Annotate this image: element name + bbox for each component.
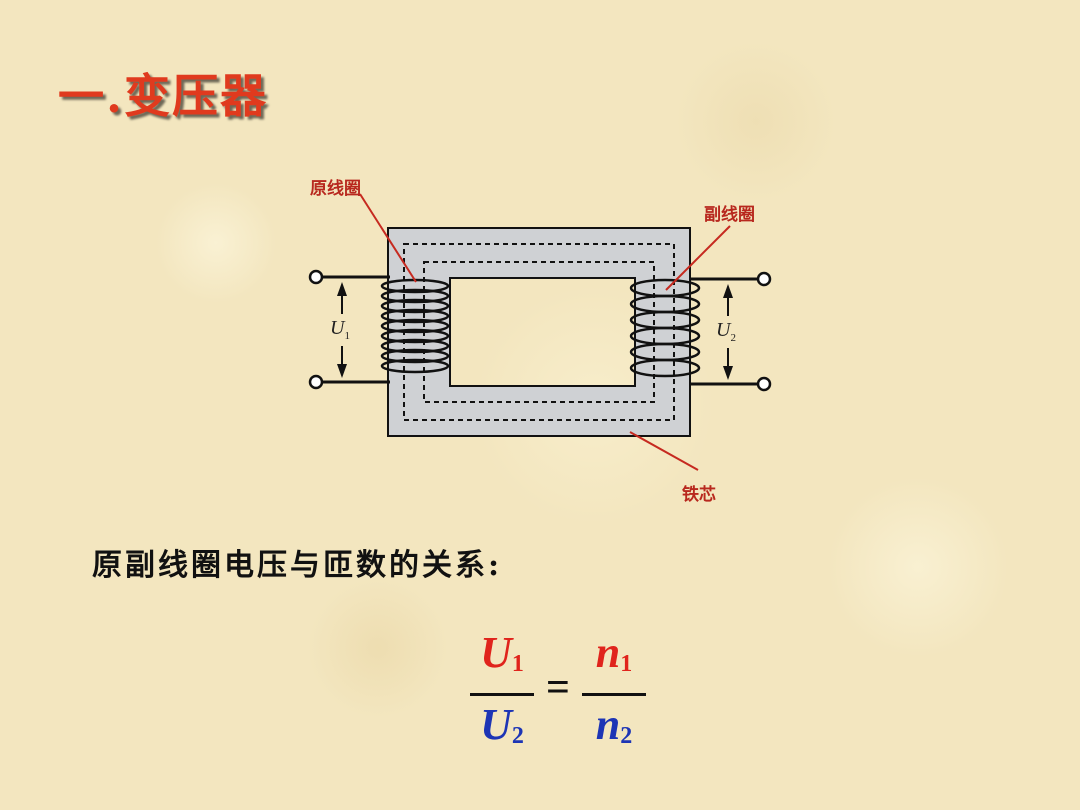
- primary-terminal-bottom: [308, 374, 324, 390]
- turns-ratio: n1 n2: [582, 628, 646, 761]
- secondary-coil: [629, 278, 701, 378]
- u2-label: U2: [716, 319, 736, 344]
- u1-arrowhead-up: [337, 282, 347, 296]
- primary-coil-label: 原线圈: [310, 179, 361, 199]
- u2-arrowhead-down: [723, 366, 733, 380]
- voltage-turns-formula: U1 U2 = n1 n2: [470, 628, 650, 768]
- secondary-coil-pointer: [665, 225, 731, 291]
- u1-arrowhead-down: [337, 364, 347, 378]
- transformer-diagram: 原线圈 副线圈 铁芯 U1 U2: [290, 170, 790, 510]
- u2-denominator: U2: [480, 700, 524, 749]
- relation-heading: 原副线圈电压与匝数的关系:: [92, 548, 503, 583]
- primary-coil: [380, 278, 450, 374]
- secondary-terminal-bottom: [756, 376, 772, 392]
- voltage-fraction-bar: [470, 693, 534, 696]
- equals-sign: =: [546, 665, 570, 711]
- turns-fraction-bar: [582, 693, 646, 696]
- u1-label: U1: [330, 317, 350, 342]
- core-pointer: [629, 431, 699, 471]
- voltage-ratio: U1 U2: [470, 628, 534, 761]
- slide-title: 一.变压器: [58, 69, 269, 123]
- u1-numerator: U1: [480, 628, 524, 677]
- primary-coil-pointer: [359, 193, 417, 283]
- primary-terminal-top: [308, 269, 324, 285]
- u2-arrowhead-up: [723, 284, 733, 298]
- n1-numerator: n1: [595, 628, 633, 677]
- transformer-drawing: [308, 193, 772, 471]
- core-label: 铁芯: [682, 485, 716, 505]
- flux-path-inner: [423, 261, 655, 403]
- iron-core: [387, 227, 691, 437]
- n2-denominator: n2: [595, 700, 633, 749]
- secondary-coil-label: 副线圈: [704, 205, 755, 225]
- secondary-terminal-top: [756, 271, 772, 287]
